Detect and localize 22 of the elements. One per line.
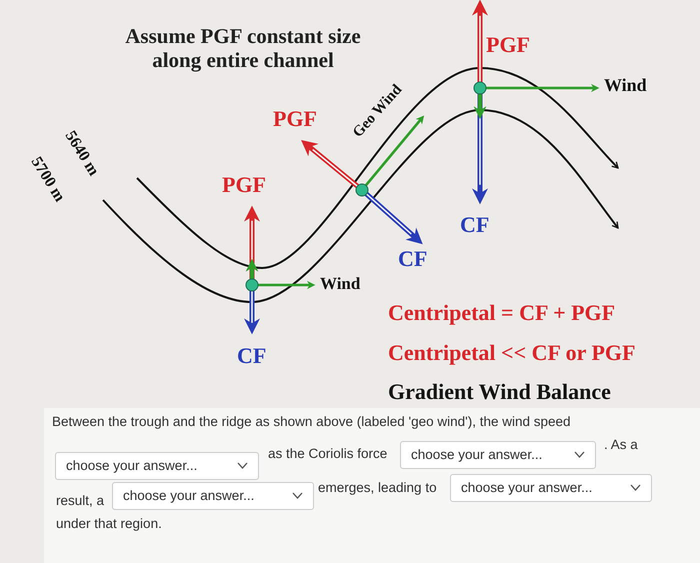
force-label: PGF [222, 172, 266, 198]
answer-dropdown: choose your answer... [55, 452, 259, 480]
question-text: result, a [56, 493, 104, 510]
wind-label: Wind [320, 274, 360, 294]
force-label: PGF [273, 106, 317, 132]
force-label: CF [237, 343, 266, 368]
answer-dropdown: choose your answer... [400, 441, 596, 469]
equation-text: Centripetal << CF or PGF [388, 340, 636, 366]
force-label: CF [460, 212, 490, 238]
question-text: as the Coriolis force [268, 446, 388, 462]
wind-label: Wind [604, 75, 647, 96]
question-text: under that region. [56, 516, 162, 532]
force-label: PGF [486, 32, 530, 58]
equation-text: Centripetal = CF + PGF [388, 300, 616, 326]
question-text: . As a [604, 437, 638, 454]
answer-dropdown: choose your answer... [450, 474, 652, 502]
diagram-label: Gradient Wind Balance [388, 379, 611, 404]
question-text: emerges, leading to [318, 480, 437, 496]
question-text: Between the trough and the ridge as shown above (labeled 'geo wind'), the wind speed [52, 414, 571, 430]
force-label: CF [398, 246, 428, 272]
answer-dropdown: choose your answer... [112, 482, 314, 510]
note-text: Assume PGF constant size along entire channel [124, 24, 362, 72]
